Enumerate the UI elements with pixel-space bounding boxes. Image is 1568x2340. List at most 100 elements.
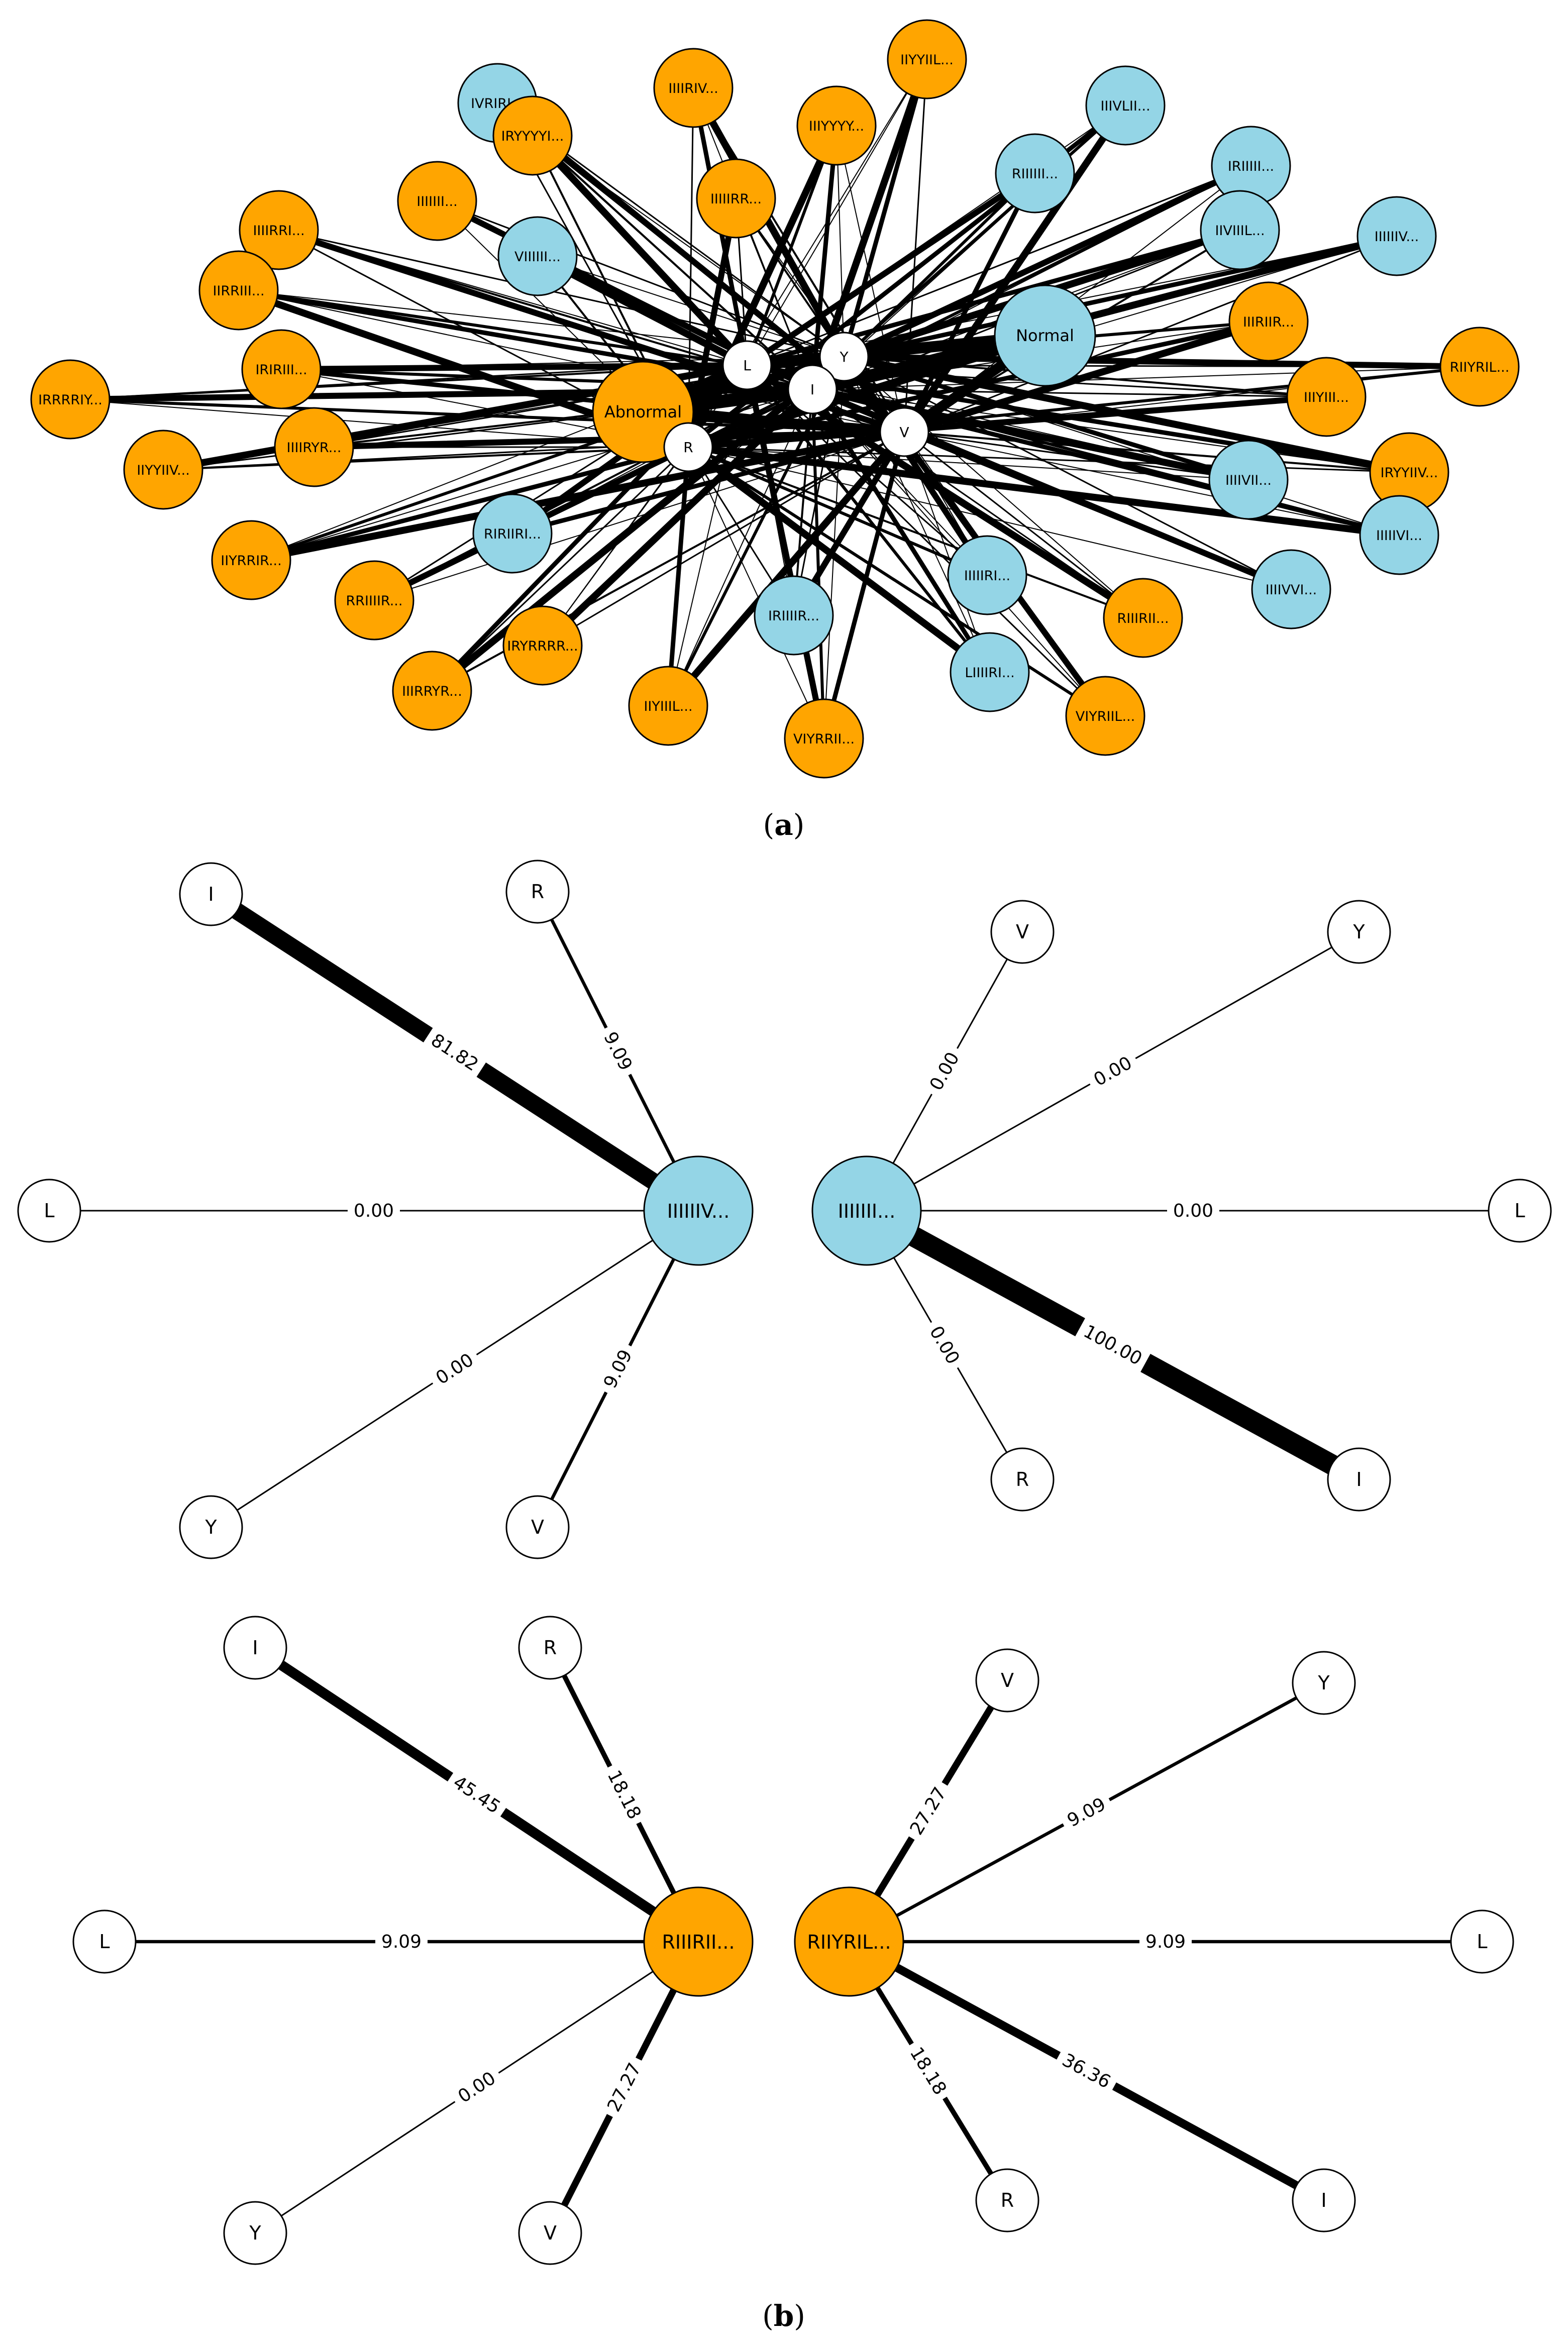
- residue-node-y: Y: [223, 2201, 287, 2265]
- residue-node-circle: [179, 862, 243, 926]
- residue-node-circle: [1488, 1179, 1552, 1243]
- network-edge: [250, 355, 846, 562]
- sequence-node-circle: [1065, 676, 1145, 756]
- sequence-node-iiiirri: IIIIRRI...: [239, 190, 319, 270]
- residue-node-label: V: [899, 424, 909, 441]
- sequence-node-circle: [198, 250, 279, 331]
- network-edge: [841, 163, 1254, 360]
- residue-node-label: I: [208, 883, 214, 905]
- sequence-node-circle: [1228, 281, 1309, 362]
- sequence-node-iiiiiii: IIIIIII...: [397, 161, 477, 241]
- edge-weight-label: 0.00: [921, 1316, 968, 1373]
- edge-weight-label: 9.09: [1139, 1930, 1192, 1953]
- network-edge: [821, 430, 907, 741]
- network-edge: [687, 446, 1144, 619]
- sequence-node-ririiri: RIRIIRI...: [472, 493, 553, 574]
- edge-label-background: [901, 1777, 954, 1844]
- edge-weight-label: 0.00: [448, 2063, 505, 2111]
- edge-label-background: [599, 2053, 649, 2121]
- residue-node-i: I: [179, 862, 243, 926]
- sequence-center-node: RIIYRIL...: [794, 1886, 904, 1997]
- sequence-node-label: IRIIIIR...: [768, 608, 819, 624]
- network-edge: [744, 170, 1038, 368]
- edge-weight-text: 27.27: [906, 1784, 951, 1839]
- sequence-node-label: IIIYIII...: [1304, 390, 1349, 405]
- network-edge: [429, 353, 848, 694]
- sequence-node-circle: [472, 493, 553, 574]
- network-edge: [842, 234, 1399, 359]
- sequence-node-circle: [1085, 65, 1166, 146]
- residue-node-label: V: [1016, 921, 1029, 943]
- edge-weight-label: 9.09: [595, 1340, 640, 1398]
- sequence-node-label: IIIIRYR...: [287, 440, 342, 456]
- residue-node-label: L: [44, 1200, 54, 1222]
- sequence-node-iiiiivi: IIIIIVI...: [1359, 495, 1439, 575]
- sequence-node-label: IIIYYYY...: [809, 119, 864, 134]
- sequence-node-viiiiii: VIIIIII...: [497, 216, 578, 296]
- network-edge: [436, 200, 845, 358]
- panel-a-network: IVRIRI...IRYYYYI...IIIIRIV...IIYYIIL...I…: [30, 19, 1520, 779]
- class-node-label: Abnormal: [604, 402, 682, 421]
- edge-weight-label: 9.09: [375, 1930, 428, 1953]
- edge-weight-label: 36.36: [1053, 2045, 1120, 2096]
- residue-node-circle: [518, 2201, 582, 2265]
- edge-weight-text: 18.18: [603, 1767, 645, 1822]
- normal-class-node: Normal: [994, 284, 1096, 387]
- sequence-node-label: RIIIIII...: [1012, 166, 1058, 182]
- sequence-node-circle: [754, 575, 834, 656]
- sequence-node-irrrriy: IRRRRIY...: [30, 359, 111, 440]
- sequence-node-circle: [1439, 327, 1520, 407]
- sequence-node-iiyrrir: IIYRRIR...: [211, 520, 291, 600]
- residue-node-circle: [223, 2201, 287, 2265]
- residue-node-v: V: [518, 2201, 582, 2265]
- residue-node-l: L: [17, 1179, 81, 1243]
- edge-weight-label: 18.18: [600, 1761, 650, 1828]
- edge-label-background: [375, 1930, 428, 1953]
- edge-weight-label: 27.27: [599, 2053, 649, 2121]
- residue-node-i: I: [787, 364, 838, 414]
- sequence-center-node: IIIIIIV...: [643, 1155, 754, 1266]
- network-edge: [811, 388, 825, 740]
- sequence-node-label: IIIIIIV...: [1375, 229, 1419, 245]
- residue-node-label: I: [810, 381, 814, 398]
- edge-weight-label: 0.00: [426, 1344, 483, 1393]
- edge-label-background: [422, 1025, 488, 1079]
- sequence-node-circle: [502, 605, 583, 686]
- sequence-node-circle: [1359, 495, 1439, 575]
- residue-node-label: Y: [204, 1516, 217, 1538]
- edge-weight-text: 18.18: [906, 2044, 951, 2098]
- residue-node-v: V: [879, 407, 929, 457]
- residue-node-i: I: [223, 1616, 287, 1680]
- sequence-node-circle: [1103, 578, 1183, 658]
- residue-node-y: Y: [1327, 900, 1391, 964]
- residue-node-label: R: [1016, 1468, 1029, 1491]
- sequence-center-label: IIIIIII...: [838, 1200, 896, 1222]
- sequence-node-label: IIYIIIL...: [644, 699, 692, 714]
- network-edge: [809, 386, 1252, 483]
- residue-node-y: Y: [819, 332, 869, 382]
- residue-node-circle: [722, 340, 772, 390]
- residue-node-circle: [1292, 1651, 1356, 1715]
- sequence-node-circle: [123, 430, 203, 510]
- sequence-node-iiiiryr: IIIIRYR...: [274, 407, 354, 487]
- sequence-node-label: RIRIIRI...: [484, 526, 541, 542]
- edge-label-background: [921, 1042, 967, 1100]
- edge-label-background: [1139, 1930, 1192, 1953]
- sequence-node-label: IRIRIII...: [255, 362, 307, 378]
- residue-node-label: Y: [1317, 1672, 1330, 1694]
- sequence-node-label: IIIIIRI...: [964, 568, 1010, 584]
- sequence-node-iiyiiil: IIYIIIL...: [628, 666, 708, 746]
- residue-node-circle: [179, 1495, 243, 1559]
- residue-node-circle: [819, 332, 869, 382]
- sequence-node-label: IRYYIIV...: [1381, 465, 1438, 481]
- network-edge: [904, 432, 1400, 536]
- sequence-node-circle: [492, 95, 573, 176]
- sequence-node-iiviiil: IIVIIIL...: [1200, 190, 1280, 270]
- sequence-node-circle: [1286, 357, 1367, 437]
- sequence-node-label: IIYYIIL...: [900, 52, 954, 68]
- edge-weight-label: 0.00: [348, 1199, 400, 1222]
- sequence-node-rriiiir: RRIIIIR...: [334, 560, 414, 641]
- sequence-center-label: RIIYRIL...: [807, 1931, 891, 1953]
